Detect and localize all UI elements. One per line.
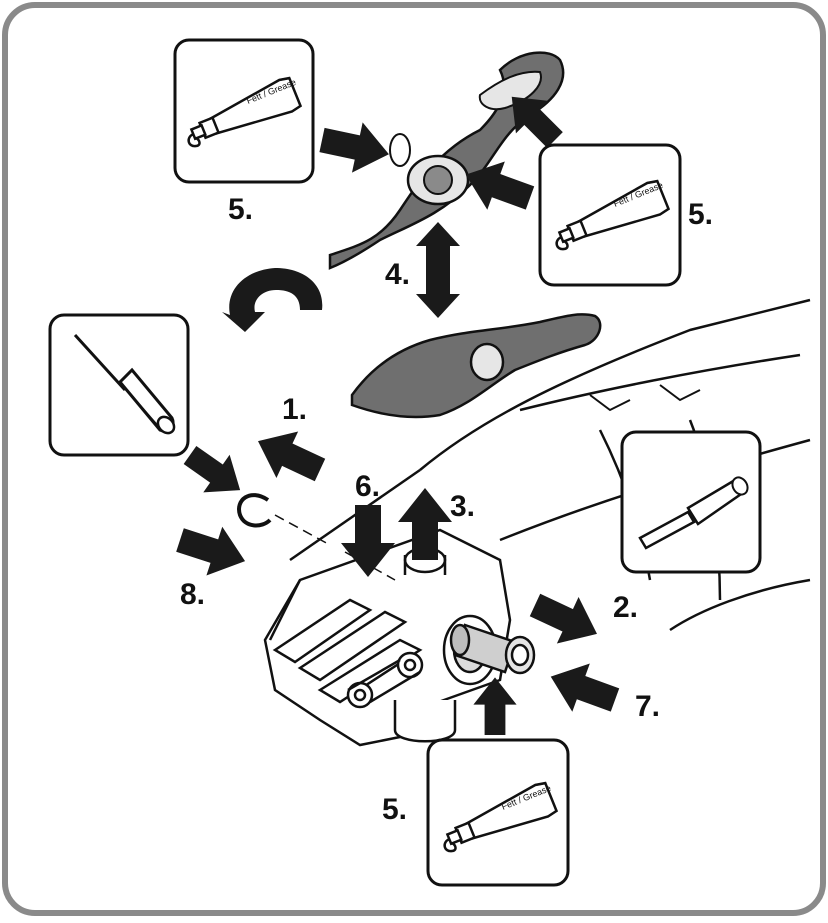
screwdriver-icon — [48, 313, 190, 457]
hex-key-icon — [620, 430, 762, 574]
upper-blade — [328, 51, 565, 270]
step-label-4: 4. — [385, 258, 411, 291]
lower-blade — [350, 313, 602, 419]
step-label-5-top-right: 5. — [688, 198, 714, 231]
rotate-arrow — [222, 268, 323, 332]
double-arrow — [416, 222, 460, 318]
step-label-3: 3. — [450, 490, 476, 523]
step-label-2: 2. — [613, 591, 639, 624]
grease-tube-icon-top-left: Fett / Grease — [173, 38, 315, 184]
circlip — [237, 493, 272, 528]
step-label-5-top-left: 5. — [228, 193, 254, 226]
step-label-8: 8. — [180, 578, 206, 611]
pivot-pin — [449, 623, 536, 675]
step-label-5-bottom: 5. — [382, 793, 408, 826]
grease-tube-icon-bottom: Fett / Grease — [426, 738, 570, 887]
step-label-7: 7. — [635, 690, 661, 723]
step-label-1: 1. — [282, 393, 308, 426]
grease-tube-icon-top-right: Fett / Grease — [538, 143, 682, 287]
step-label-6: 6. — [355, 470, 381, 503]
